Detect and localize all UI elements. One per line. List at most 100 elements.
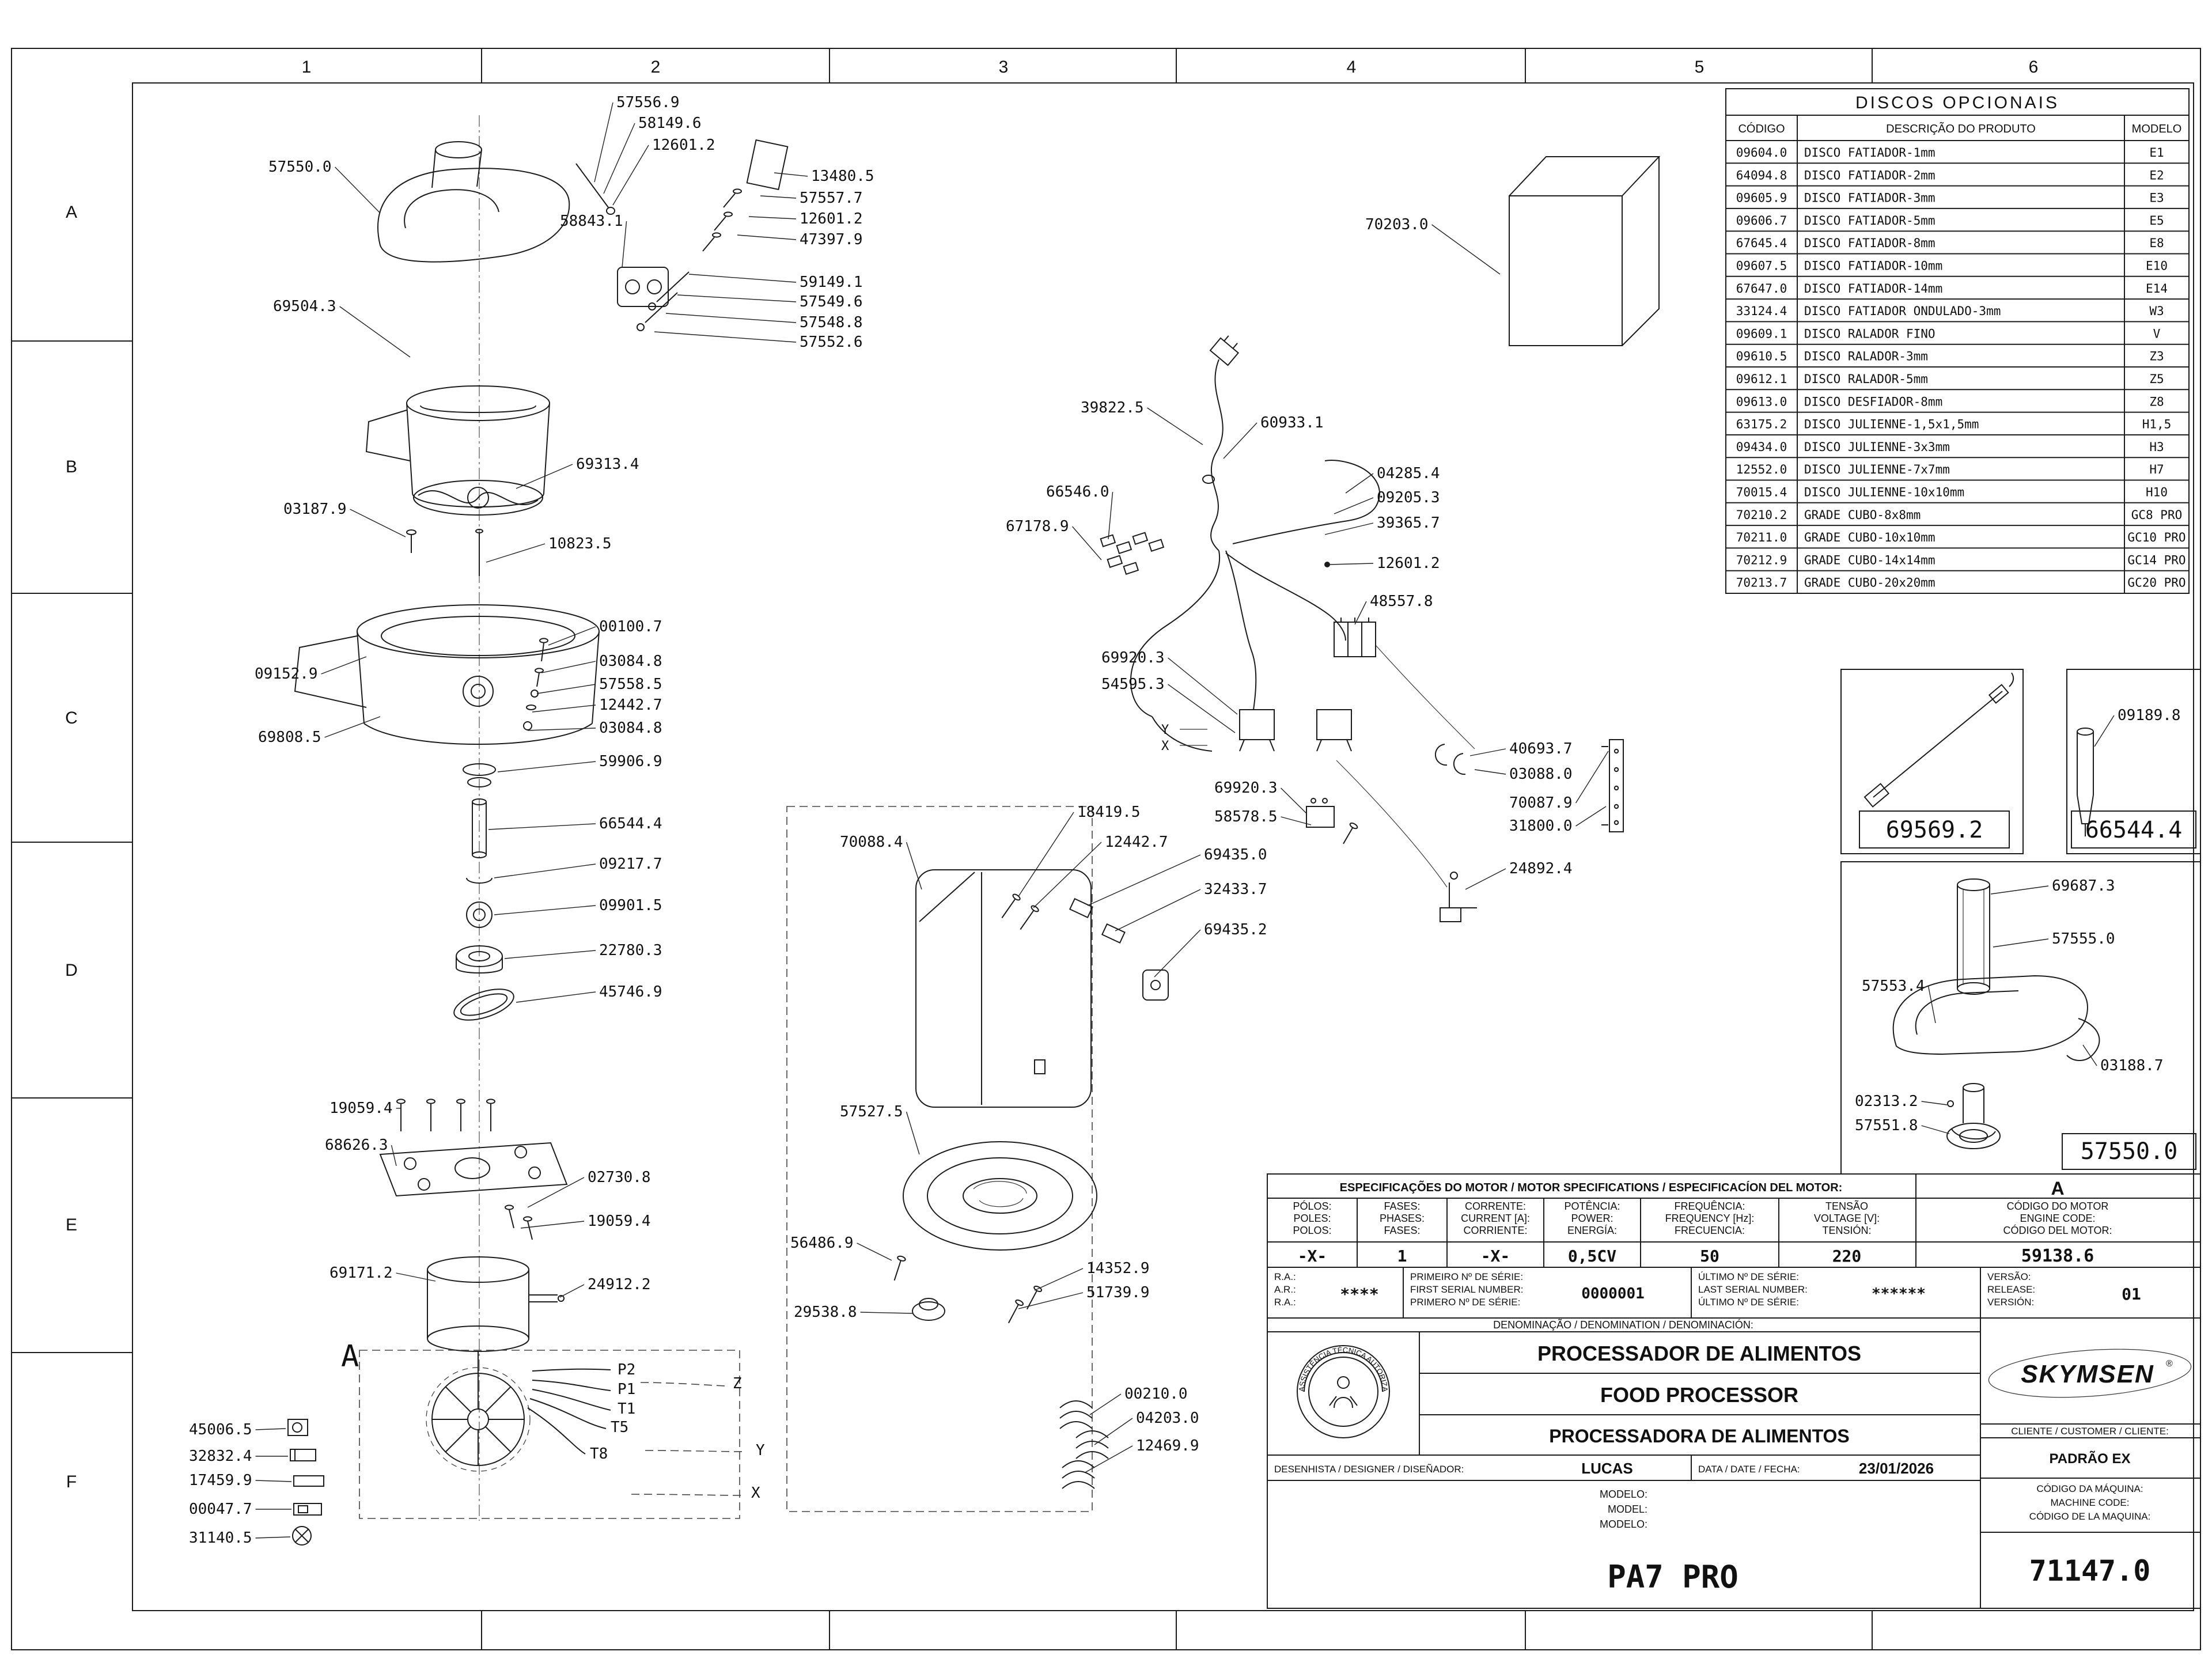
leader-line bbox=[494, 863, 596, 878]
switch-parts bbox=[1180, 709, 1358, 844]
leader-line bbox=[527, 728, 596, 731]
client-value: PADRÃO EX bbox=[2050, 1450, 2131, 1467]
motor-code-label-en: ENGINE CODE: bbox=[2020, 1213, 2095, 1224]
grid-row-label: C bbox=[65, 709, 78, 728]
leader-line bbox=[255, 1480, 292, 1482]
small-hardware-parts bbox=[287, 1419, 324, 1546]
grid-col-label: 6 bbox=[2029, 58, 2039, 77]
leader-line bbox=[665, 313, 797, 323]
disc-blade-part bbox=[413, 480, 543, 516]
disc-description: DISCO FATIADOR ONDULADO-3mm bbox=[1804, 304, 2001, 318]
part-label: 57551.8 bbox=[1855, 1117, 1918, 1134]
disc-code: 67645.4 bbox=[1736, 236, 1787, 250]
disc-code: 09613.0 bbox=[1736, 395, 1787, 408]
leader-line bbox=[536, 684, 596, 694]
leader-line bbox=[1033, 842, 1102, 908]
disc-code: 09607.5 bbox=[1736, 259, 1787, 273]
grid-col-label: 3 bbox=[999, 58, 1009, 77]
part-label: 31140.5 bbox=[189, 1529, 252, 1547]
part-label: 57558.5 bbox=[599, 676, 662, 693]
disc-code: 12552.0 bbox=[1736, 463, 1787, 476]
leader-line bbox=[504, 950, 596, 959]
leader-line bbox=[532, 704, 596, 713]
part-label: 57557.7 bbox=[800, 190, 863, 207]
microswitch-parts bbox=[1069, 897, 1169, 1001]
disc-description: DISCO JULIENNE-3x3mm bbox=[1804, 440, 1950, 454]
last-serial-label-2: LAST SERIAL NUMBER: bbox=[1698, 1284, 1808, 1295]
leader-line bbox=[1094, 1418, 1133, 1445]
part-label: 12442.7 bbox=[1105, 834, 1168, 851]
leader-line bbox=[860, 1312, 913, 1314]
part-label: 69435.2 bbox=[1204, 921, 1267, 938]
leader-line bbox=[1108, 491, 1113, 540]
part-label: 09189.8 bbox=[2118, 707, 2181, 724]
date-value: 23/01/2026 bbox=[1859, 1460, 1934, 1477]
contactor-part bbox=[1334, 618, 1376, 657]
part-label: 00100.7 bbox=[599, 618, 662, 635]
spec-col-label: POTÊNCIA: bbox=[1564, 1200, 1620, 1212]
part-label: 22780.3 bbox=[599, 942, 662, 959]
motor-spec-title: ESPECIFICAÇÕES DO MOTOR / MOTOR SPECIFIC… bbox=[1340, 1180, 1843, 1194]
spec-col-label: VOLTAGE [V]: bbox=[1814, 1213, 1880, 1224]
part-label: P1 bbox=[618, 1381, 635, 1398]
part-label: 32832.4 bbox=[189, 1448, 252, 1465]
designer-label: DESENHISTA / DESIGNER / DISEÑADOR: bbox=[1274, 1464, 1464, 1475]
spec-col-value: 1 bbox=[1397, 1247, 1407, 1266]
disc-code: 09610.5 bbox=[1736, 350, 1787, 363]
spec-col-label: FASES: bbox=[1384, 1225, 1420, 1236]
spec-col-label: FRECUENCIA: bbox=[1675, 1225, 1745, 1236]
part-label: 40693.7 bbox=[1509, 740, 1573, 757]
leader-line bbox=[520, 1221, 585, 1229]
stamp-text: ASSISTÊNCIA TÉCNICA AUTORIZADA bbox=[0, 0, 1389, 1392]
spec-col-value: 220 bbox=[1832, 1247, 1862, 1266]
first-serial-label-3: PRIMERO Nº DE SÉRIE: bbox=[1410, 1297, 1520, 1308]
leader-line bbox=[494, 905, 596, 915]
disc-model: H10 bbox=[2146, 486, 2168, 499]
spec-col-label: CURRENT [A]: bbox=[1461, 1213, 1530, 1224]
disc-model: H7 bbox=[2149, 463, 2164, 476]
leader-line bbox=[774, 172, 808, 177]
spec-col-label: PHASES: bbox=[1380, 1213, 1425, 1224]
leader-line bbox=[255, 1536, 291, 1539]
part-label: Y bbox=[1161, 723, 1169, 737]
motor-wires bbox=[527, 1368, 747, 1496]
client-label: CLIENTE / CUSTOMER / CLIENTE: bbox=[2011, 1426, 2169, 1437]
model-label-pt: MODELO: bbox=[1600, 1488, 1647, 1500]
leader-line bbox=[1990, 885, 2049, 895]
grid-row-label: A bbox=[66, 203, 77, 222]
leader-line bbox=[1034, 1268, 1084, 1291]
leader-line bbox=[1474, 769, 1506, 775]
leader-line bbox=[1281, 787, 1307, 814]
disc-code: 70213.7 bbox=[1736, 576, 1787, 590]
main-assembly-drawing bbox=[287, 115, 789, 1546]
lid-handle-part bbox=[377, 141, 615, 263]
part-label: 69920.3 bbox=[1101, 649, 1165, 666]
leader-line bbox=[1927, 986, 1936, 1024]
part-label: 57553.4 bbox=[1862, 978, 1925, 995]
leader-line bbox=[488, 823, 596, 830]
leader-line bbox=[1018, 1292, 1084, 1309]
leader-line bbox=[321, 656, 367, 675]
part-label: 66546.0 bbox=[1046, 483, 1109, 501]
disc-description: DISCO JULIENNE-7x7mm bbox=[1804, 463, 1950, 476]
leader-line bbox=[622, 221, 627, 268]
part-label: 57549.6 bbox=[800, 293, 863, 310]
spec-col-label: ENERGÍA: bbox=[1567, 1225, 1617, 1236]
part-label: T5 bbox=[611, 1419, 628, 1436]
part-label: 12601.2 bbox=[652, 137, 715, 154]
grid-row-label: D bbox=[65, 961, 78, 980]
part-label: 18419.5 bbox=[1077, 804, 1141, 821]
disc-code: 33124.4 bbox=[1736, 304, 1787, 318]
discos-header-modelo: MODELO bbox=[2132, 123, 2182, 135]
leader-line bbox=[391, 1145, 397, 1166]
leader-line bbox=[760, 195, 797, 199]
part-label: 12601.2 bbox=[1377, 555, 1440, 572]
disc-model: GC8 PRO bbox=[2131, 508, 2183, 522]
disc-description: DISCO DESFIADOR-8mm bbox=[1804, 395, 1942, 408]
part-label: 03188.7 bbox=[2100, 1057, 2164, 1074]
part-label: 51739.9 bbox=[1086, 1284, 1150, 1301]
part-label: 03187.9 bbox=[283, 501, 347, 518]
leader-line bbox=[1115, 889, 1201, 931]
body-shell-part bbox=[915, 869, 1092, 1108]
